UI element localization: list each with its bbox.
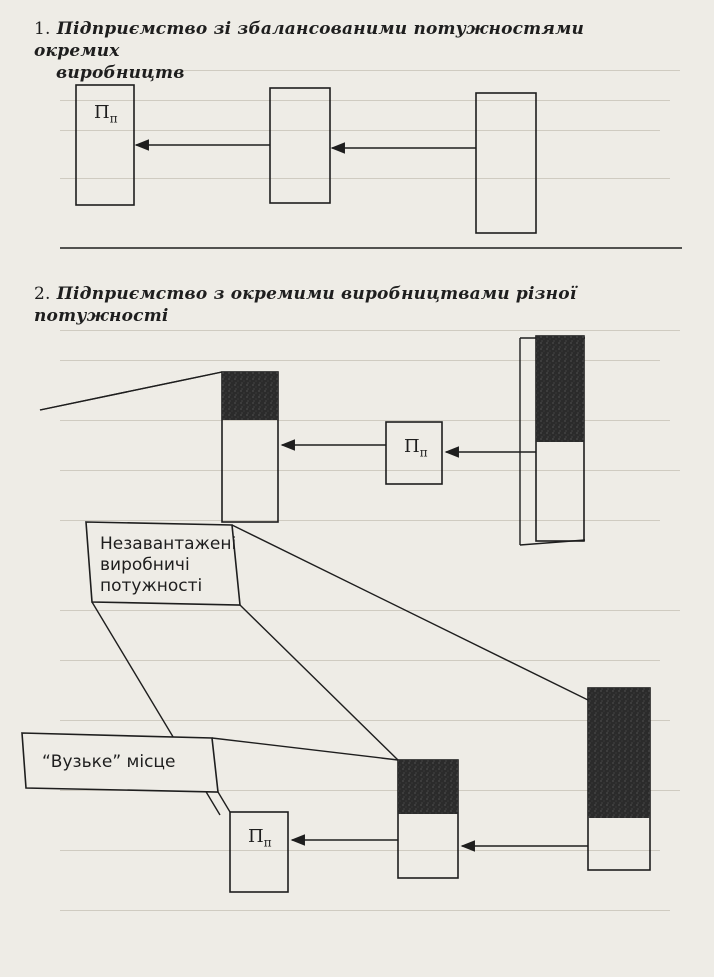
pp-subscript: п <box>419 445 428 460</box>
pointer-line-2 <box>239 604 401 763</box>
unloaded-capacity-label: Незавантажені виробничі потужності <box>100 534 236 597</box>
pp-label-section1: Пп <box>94 102 118 126</box>
bottleneck-pointer-2 <box>217 791 231 813</box>
section2-number: 2. <box>34 284 51 304</box>
section2-title: Підприємство з окремими виробництвами рі… <box>34 284 577 326</box>
section2-box-pp <box>385 421 443 485</box>
section1-diagram <box>60 84 682 249</box>
section1-number: 1. <box>34 19 51 39</box>
section2-lower-middle-fill <box>398 760 458 814</box>
section2-line-a <box>39 371 223 411</box>
pp-label-section2: Пп <box>404 436 428 460</box>
section2-heading: 2. Підприємство з окремими виробництвами… <box>34 283 694 327</box>
section2-diagram <box>21 335 651 893</box>
pp-label-lower: Пп <box>248 826 272 850</box>
pp-subscript: п <box>109 111 118 126</box>
section1-title-line1: Підприємство зі збалансованими потужност… <box>34 19 585 61</box>
unloaded-capacity-line2: виробничі <box>100 555 190 575</box>
section2-lower-pp-box <box>229 811 289 893</box>
section1-heading: 1. Підприємство зі збалансованими потужн… <box>34 18 674 84</box>
pp-symbol: П <box>248 826 264 847</box>
section1-box-middle <box>269 87 331 204</box>
section2-box-right-fill <box>536 336 584 442</box>
bottleneck-label: “Вузьке” місце <box>42 752 176 772</box>
section1-box-right <box>475 92 537 234</box>
pp-symbol: П <box>94 102 110 123</box>
section1-title-line2: виробництв <box>56 63 185 83</box>
section2-box-left-fill <box>222 372 278 420</box>
pointer-line-1 <box>231 524 589 701</box>
section2-lower-right-fill <box>588 688 650 818</box>
pp-symbol: П <box>404 436 420 457</box>
bottleneck-pointer <box>211 737 399 761</box>
section1-box-pp <box>75 84 135 206</box>
pp-subscript: п <box>263 835 272 850</box>
unloaded-capacity-line1: Незавантажені <box>100 534 237 554</box>
unloaded-capacity-line3: потужності <box>100 576 203 596</box>
